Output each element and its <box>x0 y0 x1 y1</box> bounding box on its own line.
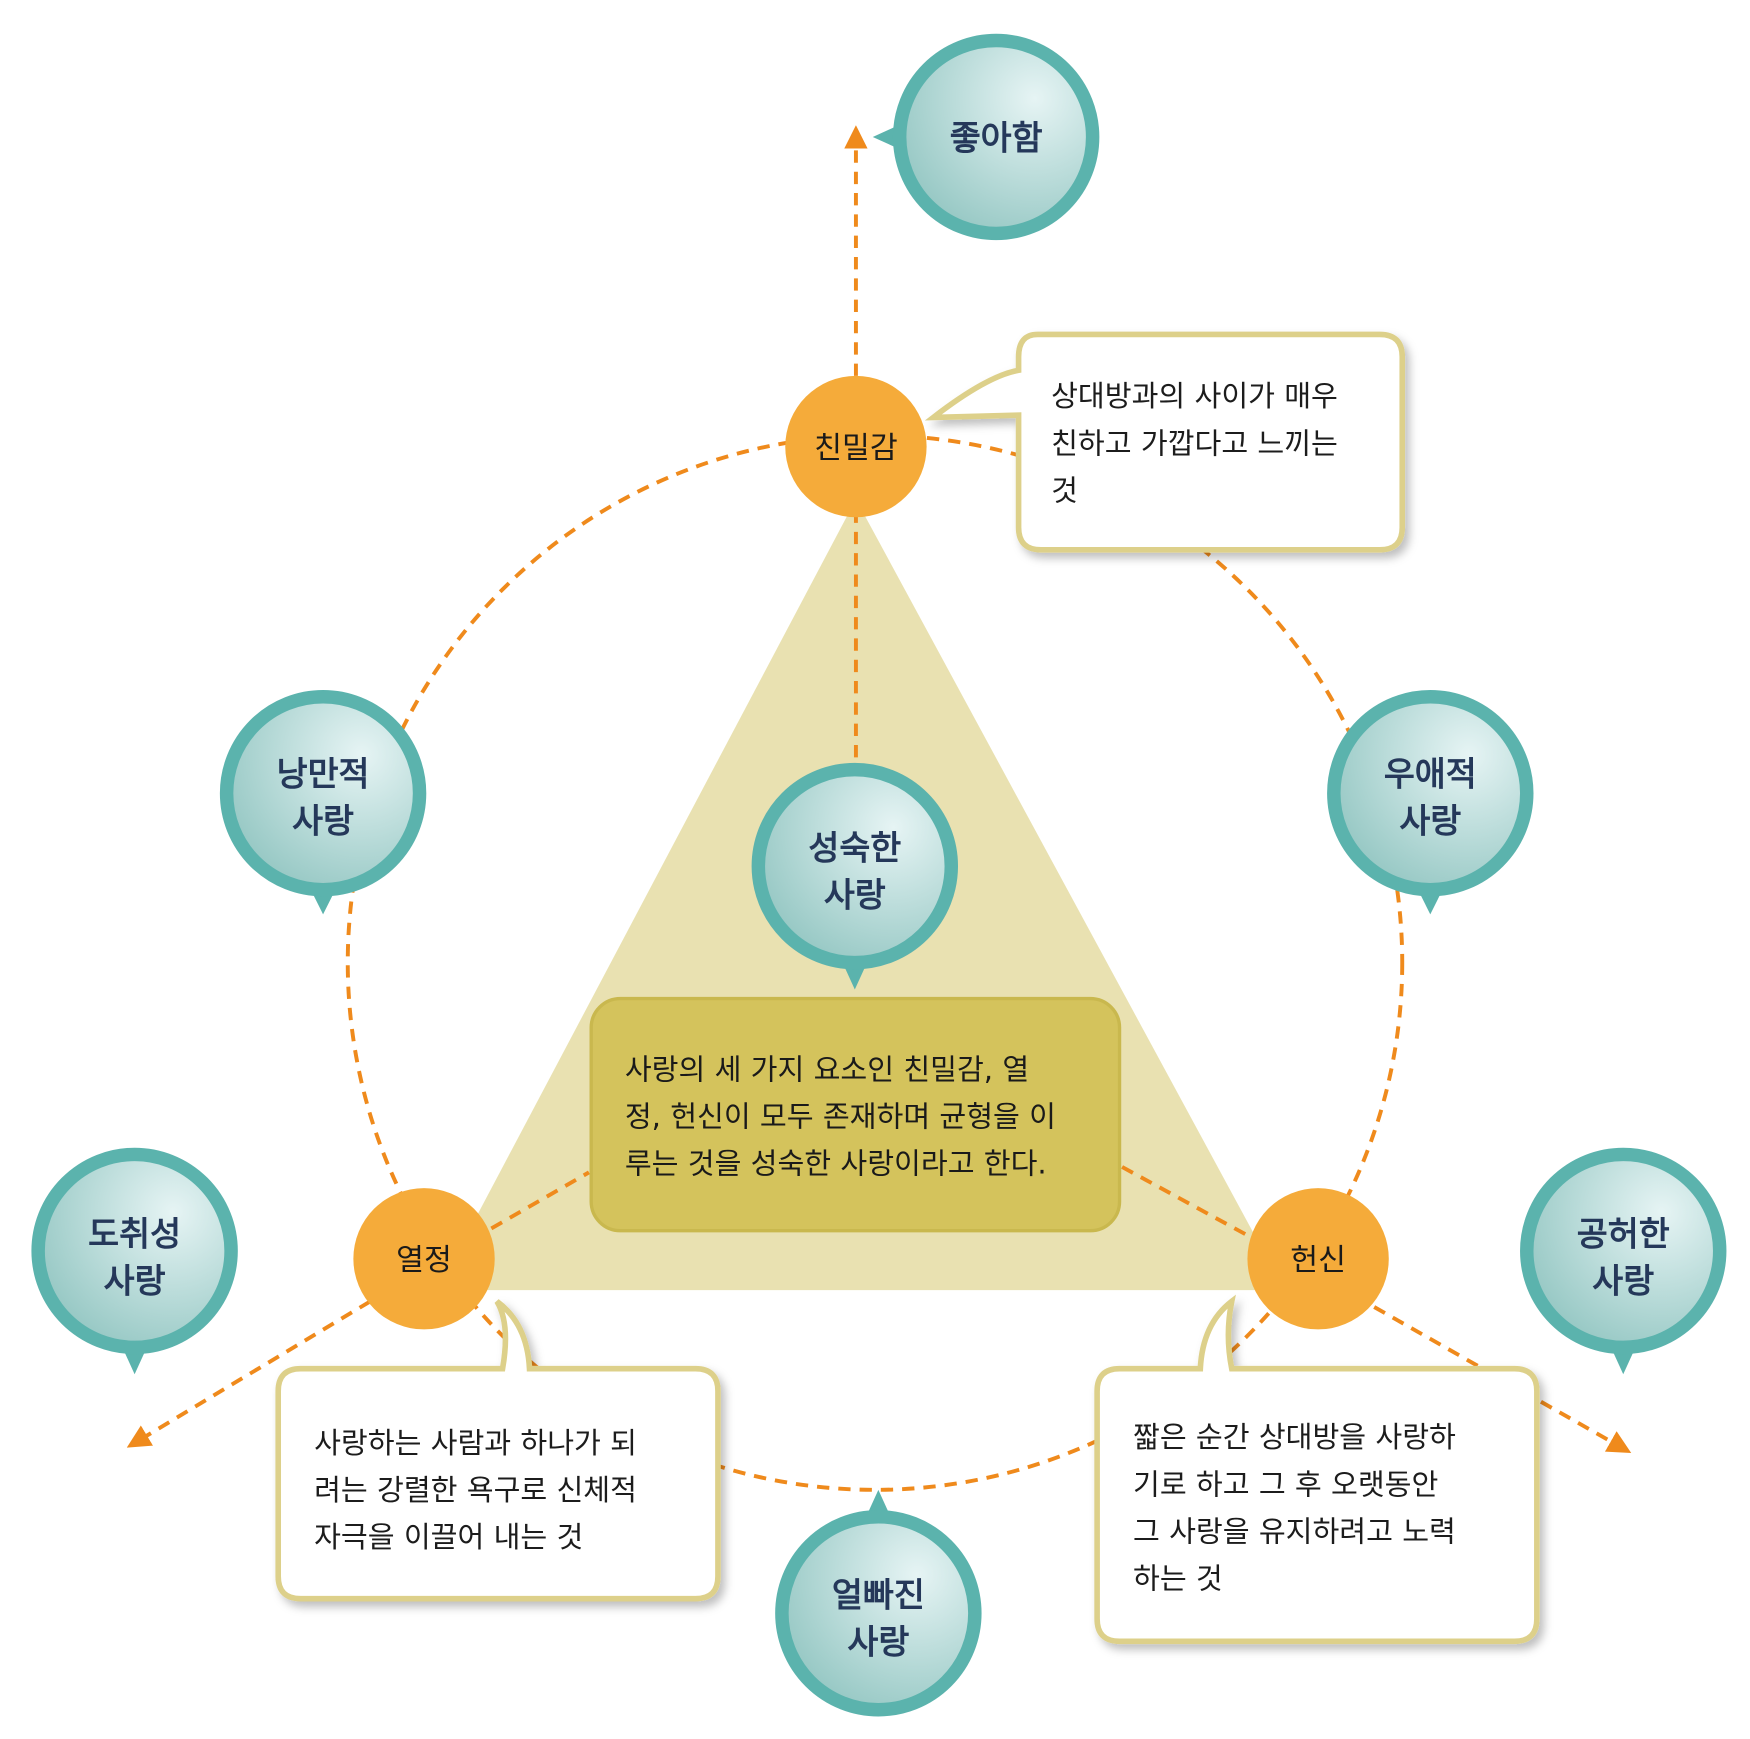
center-text-line: 루는 것을 성숙한 사랑이라고 한다. <box>625 1147 1047 1181</box>
bubble-label: 사랑 <box>824 876 886 915</box>
bubble-label: 사랑 <box>847 1623 909 1662</box>
bubble-label: 사랑 <box>1399 801 1461 840</box>
bubble-fatuous: 얼빠진 사랑 <box>775 1489 982 1717</box>
node-passion: 열정 <box>353 1188 495 1330</box>
callout-text-line: 사랑하는 사람과 하나가 되 <box>314 1426 637 1460</box>
bubble-label: 우애적 <box>1384 754 1477 793</box>
callout-text-line: 하는 것 <box>1133 1562 1223 1596</box>
bubble-label: 좋아함 <box>950 118 1043 157</box>
callout-text-line: 짧은 순간 상대방을 사랑하 <box>1133 1420 1456 1454</box>
bubble-companionate: 우애적 사랑 <box>1327 690 1534 915</box>
bubble-label: 도취성 <box>88 1214 181 1253</box>
callout-intimacy: 상대방과의 사이가 매우 친하고 가깝다고 느끼는 것 <box>924 331 1406 553</box>
callout-text-line: 기로 하고 그 후 오랫동안 <box>1133 1467 1438 1501</box>
callout-text-line: 자극을 이끌어 내는 것 <box>314 1520 583 1554</box>
node-label: 열정 <box>396 1243 452 1278</box>
bubble-consummate: 성숙한 사랑 <box>751 762 959 990</box>
bubble-romantic: 낭만적 사랑 <box>219 690 427 915</box>
callout-text-line: 친하고 가깝다고 느끼는 <box>1051 426 1338 460</box>
center-text-line: 정, 헌신이 모두 존재하며 균형을 이 <box>625 1099 1056 1133</box>
bubble-empty: 공허한 사랑 <box>1520 1147 1727 1375</box>
bubble-label: 사랑 <box>1592 1261 1654 1300</box>
center-text-line: 사랑의 세 가지 요소인 친밀감, 열 <box>625 1052 1029 1086</box>
bubble-infatuated: 도취성 사랑 <box>31 1147 238 1375</box>
callout-text-line: 상대방과의 사이가 매우 <box>1051 379 1338 413</box>
callout-text-line: 려는 강렬한 욕구로 신체적 <box>314 1473 637 1507</box>
arrow-infatuated <box>126 1299 372 1448</box>
callout-text-line: 것 <box>1051 473 1078 507</box>
bubble-label: 사랑 <box>104 1261 166 1300</box>
callout-commitment: 짧은 순간 상대방을 사랑하 기로 하고 그 후 오랫동안 그 사랑을 유지하려… <box>1094 1294 1540 1645</box>
arrow-empty <box>1373 1305 1632 1454</box>
node-label: 친밀감 <box>814 431 898 466</box>
bubble-label: 얼빠진 <box>832 1576 925 1615</box>
bubble-label: 성숙한 <box>808 828 901 867</box>
callout-text-line: 그 사랑을 유지하려고 노력 <box>1133 1514 1456 1548</box>
node-label: 헌신 <box>1290 1243 1346 1278</box>
dashed-line-commitment <box>1120 1165 1247 1236</box>
node-commitment: 헌신 <box>1247 1188 1389 1330</box>
bubble-label: 낭만적 <box>277 754 370 793</box>
bubble-liking: 좋아함 <box>872 33 1100 241</box>
bubble-label: 사랑 <box>292 801 354 840</box>
node-intimacy: 친밀감 <box>785 375 927 518</box>
callout-passion: 사랑하는 사람과 하나가 되 려는 강렬한 욕구로 신체적 자극을 이끌어 내는… <box>275 1299 721 1602</box>
center-description-box: 사랑의 세 가지 요소인 친밀감, 열 정, 헌신이 모두 존재하며 균형을 이… <box>589 996 1122 1233</box>
dashed-line-passion <box>490 1170 590 1231</box>
bubble-label: 공허한 <box>1577 1214 1670 1253</box>
